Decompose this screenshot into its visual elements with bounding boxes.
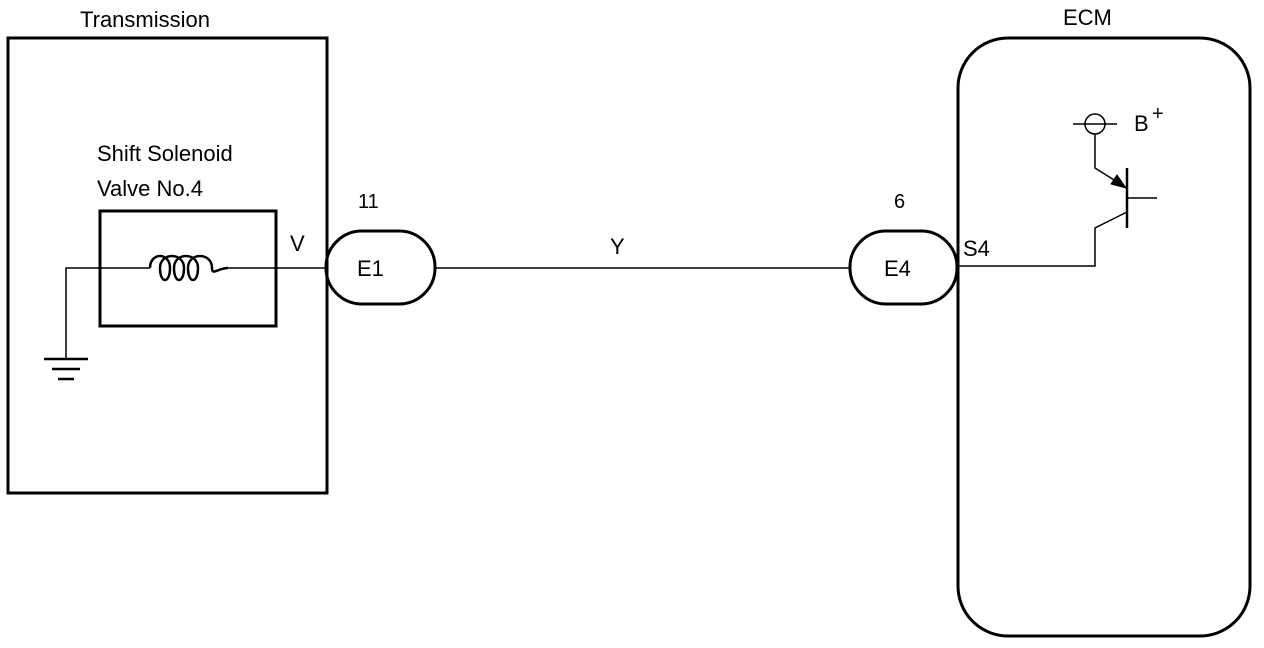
power-superscript: +	[1152, 103, 1164, 125]
connector-e4-pin: 6	[894, 191, 905, 213]
ecm-title: ECM	[1063, 5, 1112, 30]
connector-e1-pin: 11	[358, 191, 379, 213]
connector-e1: E1 11	[324, 191, 437, 306]
coil-icon	[148, 254, 229, 282]
wire-color-label: Y	[610, 234, 625, 259]
power-label: B	[1134, 111, 1149, 136]
ecm-component: ECM S4 B +	[956, 5, 1252, 638]
solenoid-label-line2: Valve No.4	[97, 176, 203, 201]
terminal-s4-label: S4	[963, 236, 990, 261]
transistor-icon	[1094, 141, 1157, 228]
transmission-box	[6, 36, 329, 495]
terminal-v-label: V	[290, 231, 305, 256]
solenoid-label-line1: Shift Solenoid	[97, 141, 233, 166]
connector-e4-label: E4	[884, 256, 911, 281]
ecm-box	[956, 36, 1252, 638]
connector-e4: E4 6	[848, 191, 959, 306]
transmission-title: Transmission	[80, 7, 210, 32]
power-supply-icon	[1073, 113, 1117, 141]
ecm-internal-wire	[958, 211, 1128, 267]
ground-icon	[44, 357, 88, 381]
connector-e1-label: E1	[357, 256, 384, 281]
transmission-component: Transmission Shift Solenoid Valve No.4 V	[6, 7, 329, 495]
ground-wire	[65, 267, 150, 358]
